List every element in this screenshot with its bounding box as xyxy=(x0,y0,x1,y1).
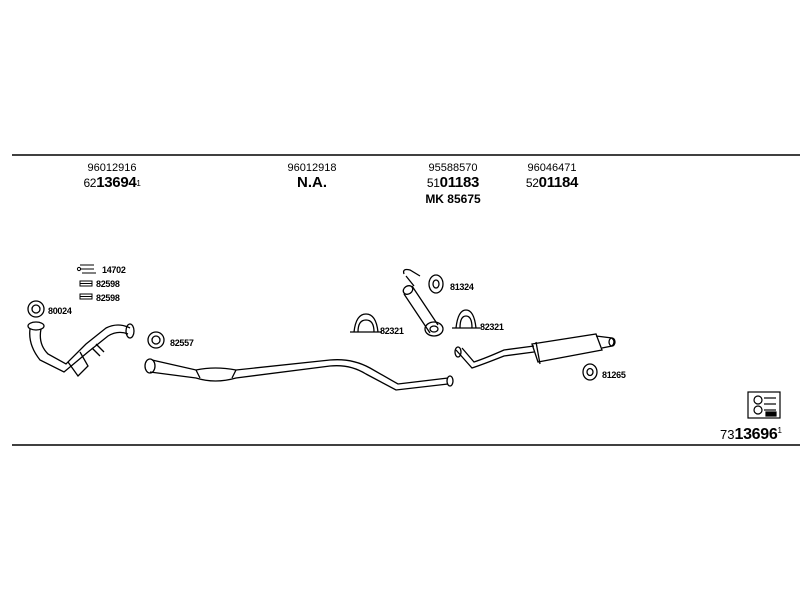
part-label-82557: 82557 xyxy=(170,338,194,348)
part-label-82598: 82598 xyxy=(96,293,120,303)
clamp-icon xyxy=(79,280,93,287)
oem-number: 96012918 xyxy=(287,162,337,174)
part-label-82598: 82598 xyxy=(96,279,120,289)
ref-number: 5101183 xyxy=(426,174,480,191)
gasket-ring-icon xyxy=(147,331,165,349)
part-label-82321: 82321 xyxy=(380,326,404,336)
kit-ref-number: 73136961 xyxy=(720,426,782,443)
u-clamp-icon xyxy=(350,313,382,333)
front-pipe xyxy=(27,321,135,378)
column-front-pipe: 96012916 62136941 xyxy=(72,162,152,192)
middle-silencer xyxy=(402,268,444,337)
clamp-icon xyxy=(79,293,93,300)
part-label-81265: 81265 xyxy=(602,370,626,380)
part-label-80024: 80024 xyxy=(48,306,72,316)
rubber-mount-icon xyxy=(582,363,598,381)
u-clamp-icon xyxy=(452,309,480,329)
oem-number: 95588570 xyxy=(428,162,478,174)
not-available-label: N.A. xyxy=(297,174,327,191)
column-middle-silencer: 95588570 5101183 MK 85675 xyxy=(413,162,493,206)
rear-silencer xyxy=(454,333,616,369)
column-rear-silencer: 96046471 5201184 xyxy=(512,162,592,192)
part-label-82321: 82321 xyxy=(480,322,504,332)
part-label-14702: 14702 xyxy=(102,265,126,275)
column-middle-pipe: 96012918 N.A. xyxy=(272,162,352,192)
middle-pipe xyxy=(144,358,454,391)
tool-symbol-icon xyxy=(747,391,781,419)
ref-number: 62136941 xyxy=(83,174,141,191)
bolt-set-icon xyxy=(76,264,96,274)
rubber-mount-icon xyxy=(428,274,444,294)
ref-number: 5201184 xyxy=(525,174,579,191)
mk-number: MK 85675 xyxy=(425,192,481,206)
oem-number: 96012916 xyxy=(87,162,137,174)
part-label-81324: 81324 xyxy=(450,282,474,292)
oem-number: 96046471 xyxy=(527,162,577,174)
gasket-ring-icon xyxy=(27,300,45,318)
